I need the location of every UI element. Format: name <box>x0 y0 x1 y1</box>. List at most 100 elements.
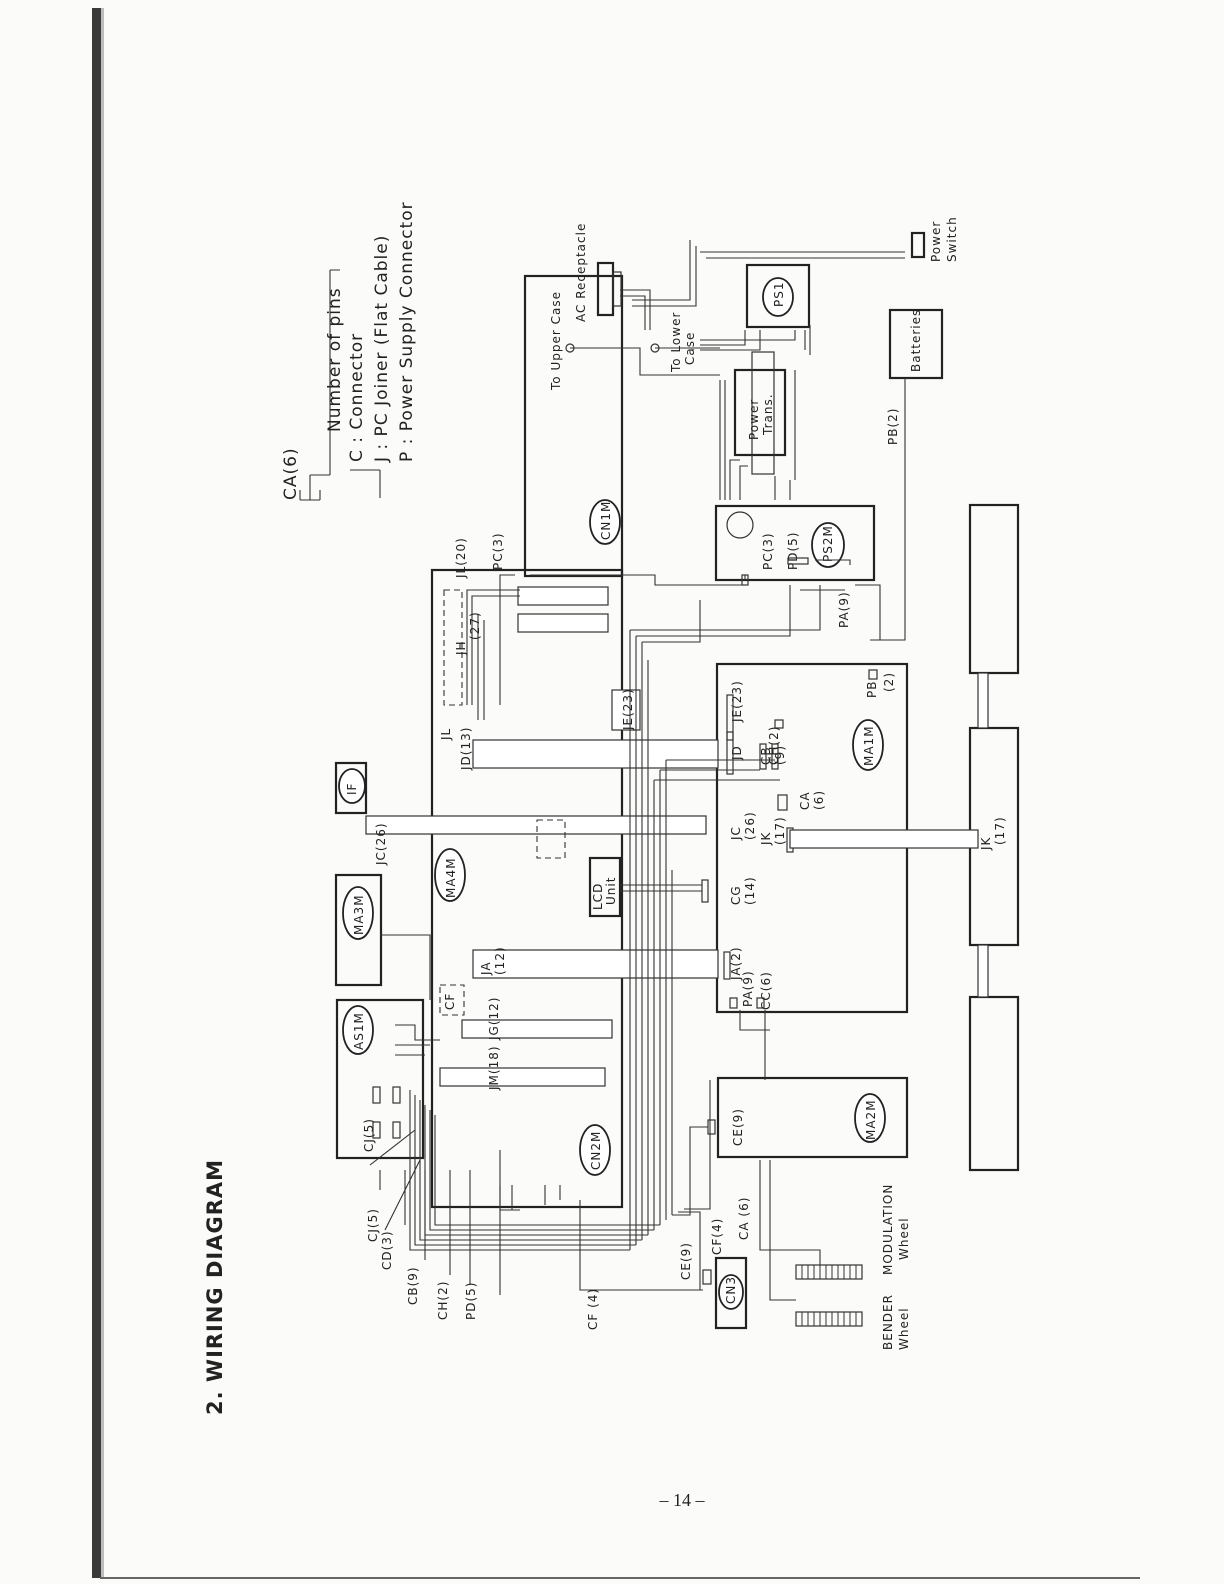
legend-bracket-type <box>350 469 381 498</box>
jg12-label: JG(12) <box>487 997 501 1041</box>
keyboard-link-2 <box>977 944 989 998</box>
pa9-cable-label: PA(9) <box>837 591 851 628</box>
jd13-label: JD(13) <box>459 727 473 771</box>
jm18-label: JM(18) <box>487 1045 501 1091</box>
batteries-label: Batteries <box>909 309 923 372</box>
bender-wheel <box>795 1311 863 1327</box>
legend-j: J : PC Joiner (Flat Cable) <box>372 235 392 463</box>
jh-pins-label: (27) <box>468 611 482 640</box>
ma2m-label: MA2M <box>864 1099 878 1140</box>
pb-pin <box>868 669 878 680</box>
cb-pin-a <box>759 743 767 770</box>
binding-shadow <box>101 8 104 1578</box>
ma1m-label: MA1M <box>862 725 876 766</box>
legend-example: CA(6) <box>281 447 301 500</box>
legend-bracket-pins <box>299 269 340 501</box>
je-pin <box>726 694 734 741</box>
ja2-cable-label: JA <box>479 961 493 976</box>
ac-receptacle-body <box>612 271 622 307</box>
power-transformer <box>733 368 787 457</box>
jh-label: JH <box>454 640 468 656</box>
legend: CA(6) Number of pins C : Connector J : P… <box>281 201 417 501</box>
jl20-label: JL(20) <box>454 537 468 579</box>
ps2m-capacitor <box>726 511 754 539</box>
ps2m-label: PS2M <box>821 525 835 562</box>
ps2m-board <box>714 504 876 582</box>
cb-pin-b <box>771 743 779 770</box>
ca6-pins-label: (6) <box>812 790 826 810</box>
ce9-board-label: CE(9) <box>731 1108 745 1146</box>
ja-pin <box>723 951 731 980</box>
jd-cable <box>472 739 719 769</box>
pb2-cable-label: PB(2) <box>886 408 900 445</box>
jc26-cable-label: JC(26) <box>374 822 388 866</box>
cn2m-circle <box>579 1124 611 1176</box>
jk-cable <box>789 829 979 849</box>
cn3-circle <box>718 1274 744 1310</box>
legend-c: C : Connector <box>347 333 367 462</box>
cj-pin-c <box>392 1086 401 1104</box>
batteries <box>888 308 944 380</box>
cf4-board-label: CF(4) <box>710 1218 724 1255</box>
pd5-label: PD(5) <box>786 532 800 570</box>
ps1-board <box>745 263 811 329</box>
cj5-label: CJ(5) <box>366 1208 380 1242</box>
ca6-cable-label: CA (6) <box>737 1197 751 1240</box>
je23-label: JE(23) <box>730 680 744 723</box>
cj5-board-label: CJ(5) <box>362 1118 376 1152</box>
ma2m-circle <box>854 1093 886 1143</box>
cn1m-label: CN1M <box>599 501 613 540</box>
page-number: – 14 – <box>659 1490 706 1510</box>
bender-label: BENDER <box>881 1294 895 1350</box>
cg-label: CG <box>729 885 743 905</box>
jd-pin <box>726 731 734 775</box>
je23-cable-label: JE(23) <box>621 688 635 731</box>
ps1-label: PS1 <box>772 282 786 308</box>
cn1m-board <box>523 274 624 578</box>
leader-lines <box>369 1129 421 1231</box>
ce-pin <box>707 1119 716 1135</box>
power-switch-label: Power <box>929 221 943 262</box>
ma4m-circle <box>434 848 466 902</box>
cg-pins-label: (14) <box>743 876 757 905</box>
jd-label: JD <box>730 745 744 761</box>
as1m-circle <box>342 1005 374 1055</box>
if-label: IF <box>345 783 359 795</box>
ma3m-label: MA3M <box>352 894 366 935</box>
pd5-pin <box>787 557 809 565</box>
lcd-label: LCD <box>591 883 605 910</box>
as1m-label: AS1M <box>352 1012 366 1050</box>
wheel-ridges <box>801 1265 857 1326</box>
if-board <box>334 761 368 815</box>
cc6-label: CC(6) <box>759 971 773 1010</box>
ch-pin <box>774 719 784 729</box>
legend-number-of-pins: Number of pins <box>325 287 345 432</box>
lower-case-label: To Lower <box>669 312 683 373</box>
ma3m-board <box>334 873 383 987</box>
lcd-unit <box>588 856 622 918</box>
page-title: 2. WIRING DIAGRAM <box>203 1159 227 1415</box>
cj-pin-a <box>372 1086 381 1104</box>
ps2m-circle <box>811 522 845 568</box>
modulation-label: MODULATION <box>881 1184 895 1275</box>
power-switch-label-2: Switch <box>945 216 959 262</box>
pd5-cable-label: PD(5) <box>464 1282 478 1320</box>
ja2-cable-pins-label: (12) <box>493 946 507 975</box>
modulation-wheel-label: Wheel <box>897 1217 911 1260</box>
cc-pin <box>756 997 765 1009</box>
if-circle <box>338 768 366 804</box>
ma1m-circle <box>852 719 884 771</box>
cf-joiner-label: CF <box>443 993 457 1010</box>
ch2-cable-label: CH(2) <box>436 1281 450 1320</box>
cj-pin-d <box>392 1121 401 1139</box>
ma3m-circle <box>342 886 374 940</box>
jg-cable <box>461 1019 613 1039</box>
jh-cable <box>517 613 609 633</box>
ja2-label: JA(2) <box>729 946 743 981</box>
ac-receptacle <box>596 261 615 317</box>
jk17-label: JK <box>759 831 773 846</box>
pa9-label: PA(9) <box>741 970 755 1007</box>
pc3-cable-label: PC(3) <box>491 532 505 570</box>
ca6-label: CA <box>798 791 812 810</box>
